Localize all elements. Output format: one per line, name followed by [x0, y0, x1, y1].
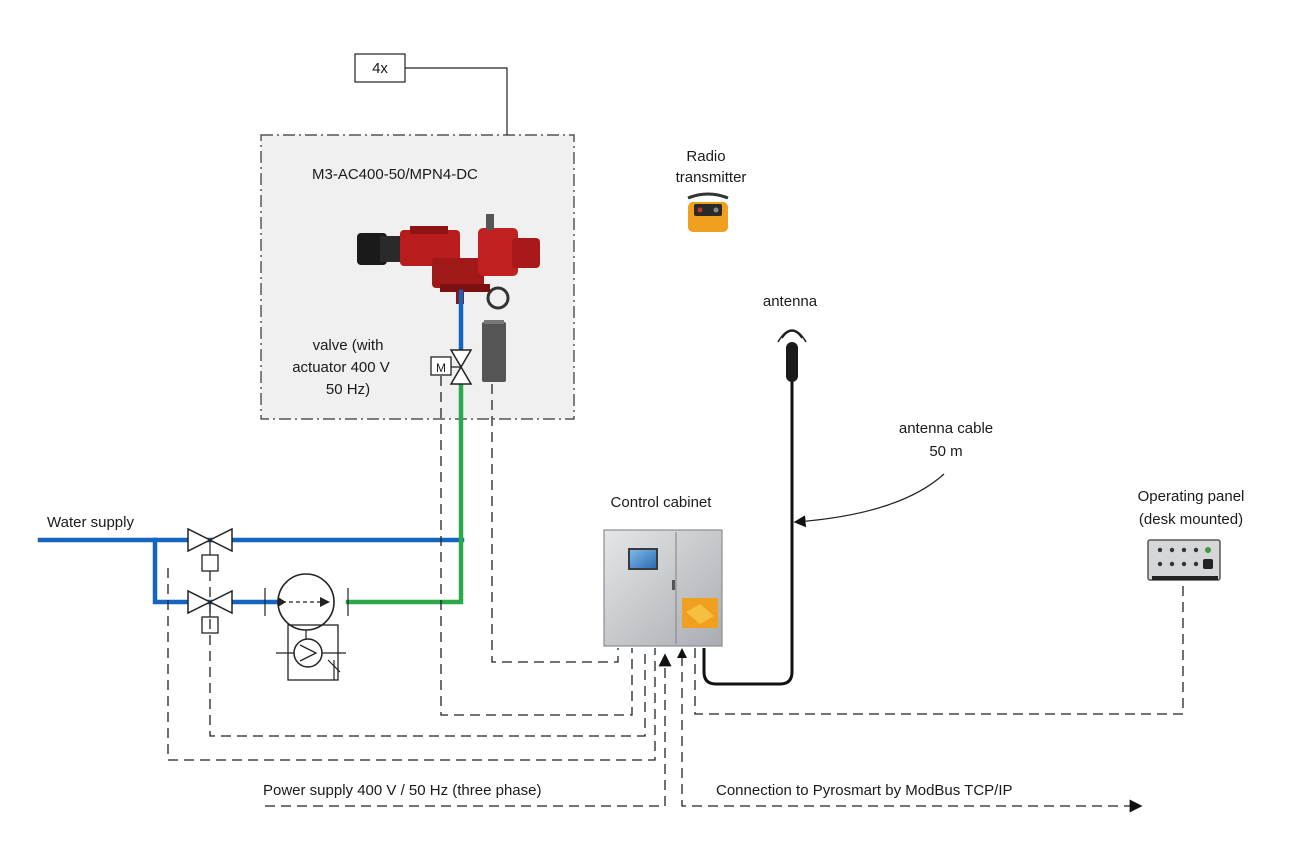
pyrosmart-connection-label: Connection to Pyrosmart by ModBus TCP/IP	[716, 782, 1013, 799]
pumped-water-pipe	[345, 382, 464, 605]
antenna-cable-label-line1: antenna cable	[899, 420, 993, 437]
valve-label-line3: 50 Hz)	[326, 381, 370, 398]
water-supply-pipe	[37, 289, 465, 605]
valve-label-line1: valve (with	[313, 337, 384, 354]
motorized-valve-icon: M	[430, 349, 473, 385]
quantity-box: 4x	[354, 53, 508, 135]
control-cabinet-icon	[603, 529, 723, 647]
control-wiring	[167, 376, 1184, 813]
monitor-enclosure	[260, 134, 575, 420]
antenna-label: antenna	[763, 293, 818, 310]
water-supply-label: Water supply	[47, 514, 134, 531]
antenna-cable	[702, 360, 794, 686]
motor-symbol-label: M	[436, 361, 446, 375]
valve-label-line2: actuator 400 V	[292, 359, 390, 376]
quantity-label: 4x	[372, 60, 388, 77]
antenna-cable-label-line2: 50 m	[929, 443, 962, 460]
power-supply-label: Power supply 400 V / 50 Hz (three phase)	[263, 782, 541, 799]
water-cannon-monitor-icon	[357, 214, 540, 310]
radio-transmitter-icon	[687, 192, 729, 232]
operating-panel-label-line2: (desk mounted)	[1139, 511, 1243, 528]
antenna-icon	[777, 329, 807, 382]
monitor-model-label: M3-AC400-50/MPN4-DC	[312, 166, 478, 183]
radio-transmitter-label-line1: Radio	[686, 148, 725, 165]
control-cabinet-label: Control cabinet	[611, 494, 713, 511]
valve-symbol-icon	[187, 527, 233, 572]
actuator-box	[482, 320, 506, 382]
pump-symbol-icon	[264, 573, 349, 681]
operating-panel-icon	[1147, 539, 1221, 581]
radio-transmitter-label-line2: transmitter	[676, 169, 747, 186]
operating-panel-label-line1: Operating panel	[1138, 488, 1245, 505]
